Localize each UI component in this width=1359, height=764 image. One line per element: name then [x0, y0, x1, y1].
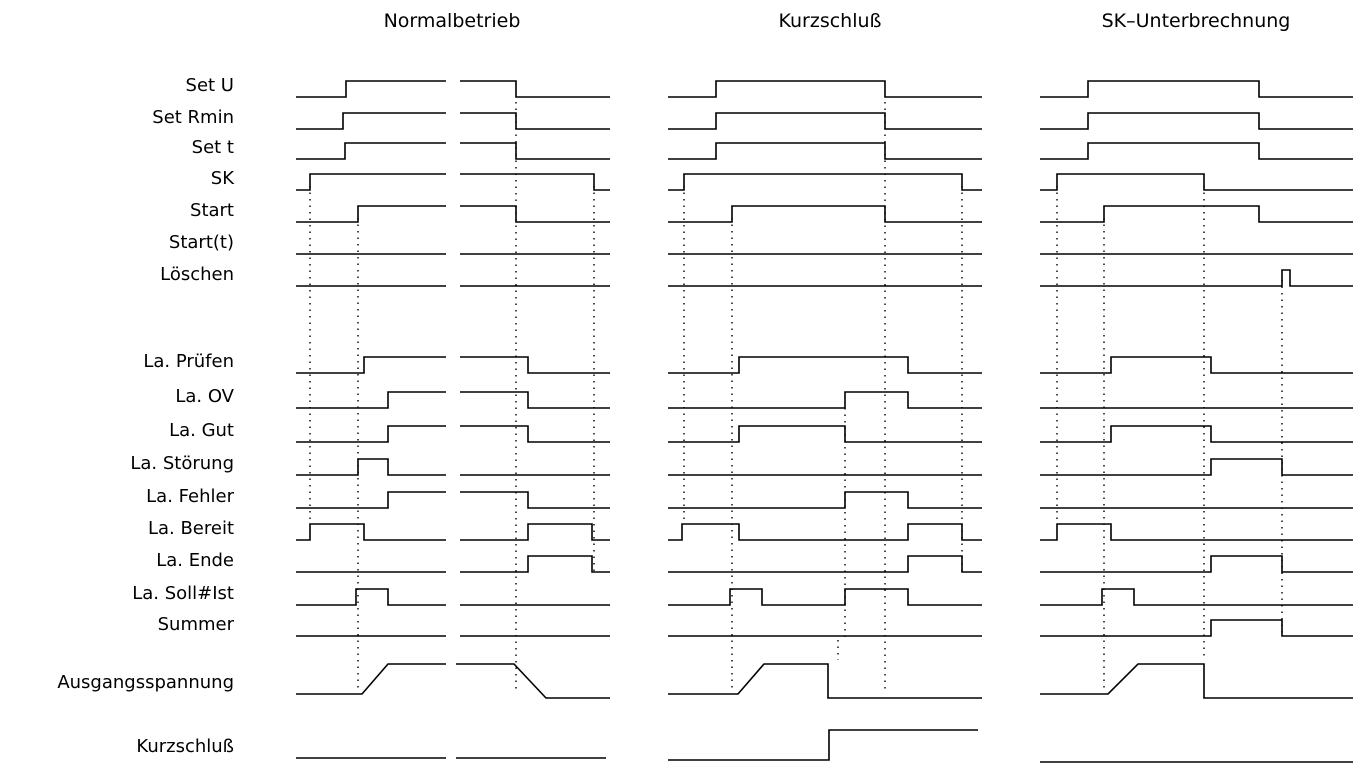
trace-la-prüfen-1: [668, 356, 982, 374]
signal-label-la-gut: La. Gut: [169, 420, 234, 441]
trace-start-2: [1040, 205, 1353, 223]
trace-sk-1: [668, 173, 982, 191]
signal-label-start: Start: [190, 200, 234, 221]
signal-label-la-fehler: La. Fehler: [146, 486, 234, 507]
signal-label-set-rmin: Set Rmin: [152, 107, 234, 128]
trace-la-fehler-1: [668, 491, 982, 509]
trace-set-u-2: [1040, 80, 1353, 98]
trace-la-bereit-2: [1040, 523, 1353, 541]
trace-ausgangsspannung-1: [456, 663, 610, 699]
trace-set-rmin-1: [668, 112, 982, 130]
column-title-normalbetrieb: Normalbetrieb: [384, 10, 521, 32]
signal-label-la-soll-ist: La. Soll#Ist: [132, 583, 234, 604]
signal-label-set-t: Set t: [192, 137, 234, 158]
signal-label-la-ov: La. OV: [175, 386, 234, 407]
trace-set-t-2: [1040, 142, 1353, 160]
trace-la-ende-1: [668, 555, 982, 573]
trace-la-ende-0: [296, 555, 610, 573]
signal-label-la-ende: La. Ende: [156, 550, 234, 571]
trace-la-störung-2: [1040, 458, 1353, 476]
trace-löschen-2: [1040, 269, 1353, 287]
signal-label-ausgangsspannung: Ausgangsspannung: [57, 672, 234, 693]
column-title-sk-unterbrechnung: SK–Unterbrechnung: [1102, 10, 1291, 32]
trace-la-störung-0: [296, 458, 610, 476]
signal-label-summer: Summer: [158, 614, 235, 635]
column-title-kurzschluss: Kurzschluß: [778, 10, 881, 32]
trace-sk-2: [1040, 173, 1353, 191]
signal-label-la-prüfen: La. Prüfen: [143, 351, 234, 372]
trace-set-rmin-0: [296, 112, 610, 130]
trace-set-t-0: [296, 142, 610, 160]
signal-label-la-störung: La. Störung: [130, 453, 234, 474]
signal-label-start-t: Start(t): [169, 232, 234, 253]
trace-la-gut-0: [296, 425, 610, 443]
trace-kurzschluß-2: [668, 729, 978, 761]
signal-label-set-u: Set U: [186, 75, 234, 96]
trace-la-ov-1: [668, 391, 982, 409]
trace-set-u-1: [668, 80, 982, 98]
trace-la-bereit-0: [296, 523, 610, 541]
trace-set-u-0: [296, 80, 610, 98]
trace-la-bereit-1: [668, 523, 982, 541]
trace-la-prüfen-0: [296, 356, 610, 374]
trace-ausgangsspannung-2: [668, 663, 982, 699]
signal-traces: [296, 80, 1353, 763]
signal-label-kurzschluß: Kurzschluß: [136, 736, 234, 757]
signal-label-löschen: Löschen: [160, 264, 234, 285]
trace-ausgangsspannung-3: [1040, 663, 1353, 699]
trace-start-1: [668, 205, 982, 223]
trace-la-gut-2: [1040, 425, 1353, 443]
signal-label-la-bereit: La. Bereit: [148, 518, 234, 539]
trace-la-soll-ist-2: [1040, 588, 1353, 606]
trace-ausgangsspannung-0: [296, 663, 446, 695]
trace-la-ov-0: [296, 391, 610, 409]
trace-set-t-1: [668, 142, 982, 160]
trace-sk-0: [296, 173, 610, 191]
trace-la-fehler-0: [296, 491, 610, 509]
trace-summer-2: [1040, 619, 1353, 637]
trace-la-gut-1: [668, 425, 982, 443]
signal-label-sk: SK: [211, 168, 235, 189]
trace-start-0: [296, 205, 610, 223]
trace-la-soll-ist-1: [668, 588, 982, 606]
trace-la-soll-ist-0: [296, 588, 610, 606]
trace-set-rmin-2: [1040, 112, 1353, 130]
trace-la-ende-2: [1040, 555, 1353, 573]
timing-markers: [309, 102, 1283, 690]
trace-la-prüfen-2: [1040, 356, 1353, 374]
